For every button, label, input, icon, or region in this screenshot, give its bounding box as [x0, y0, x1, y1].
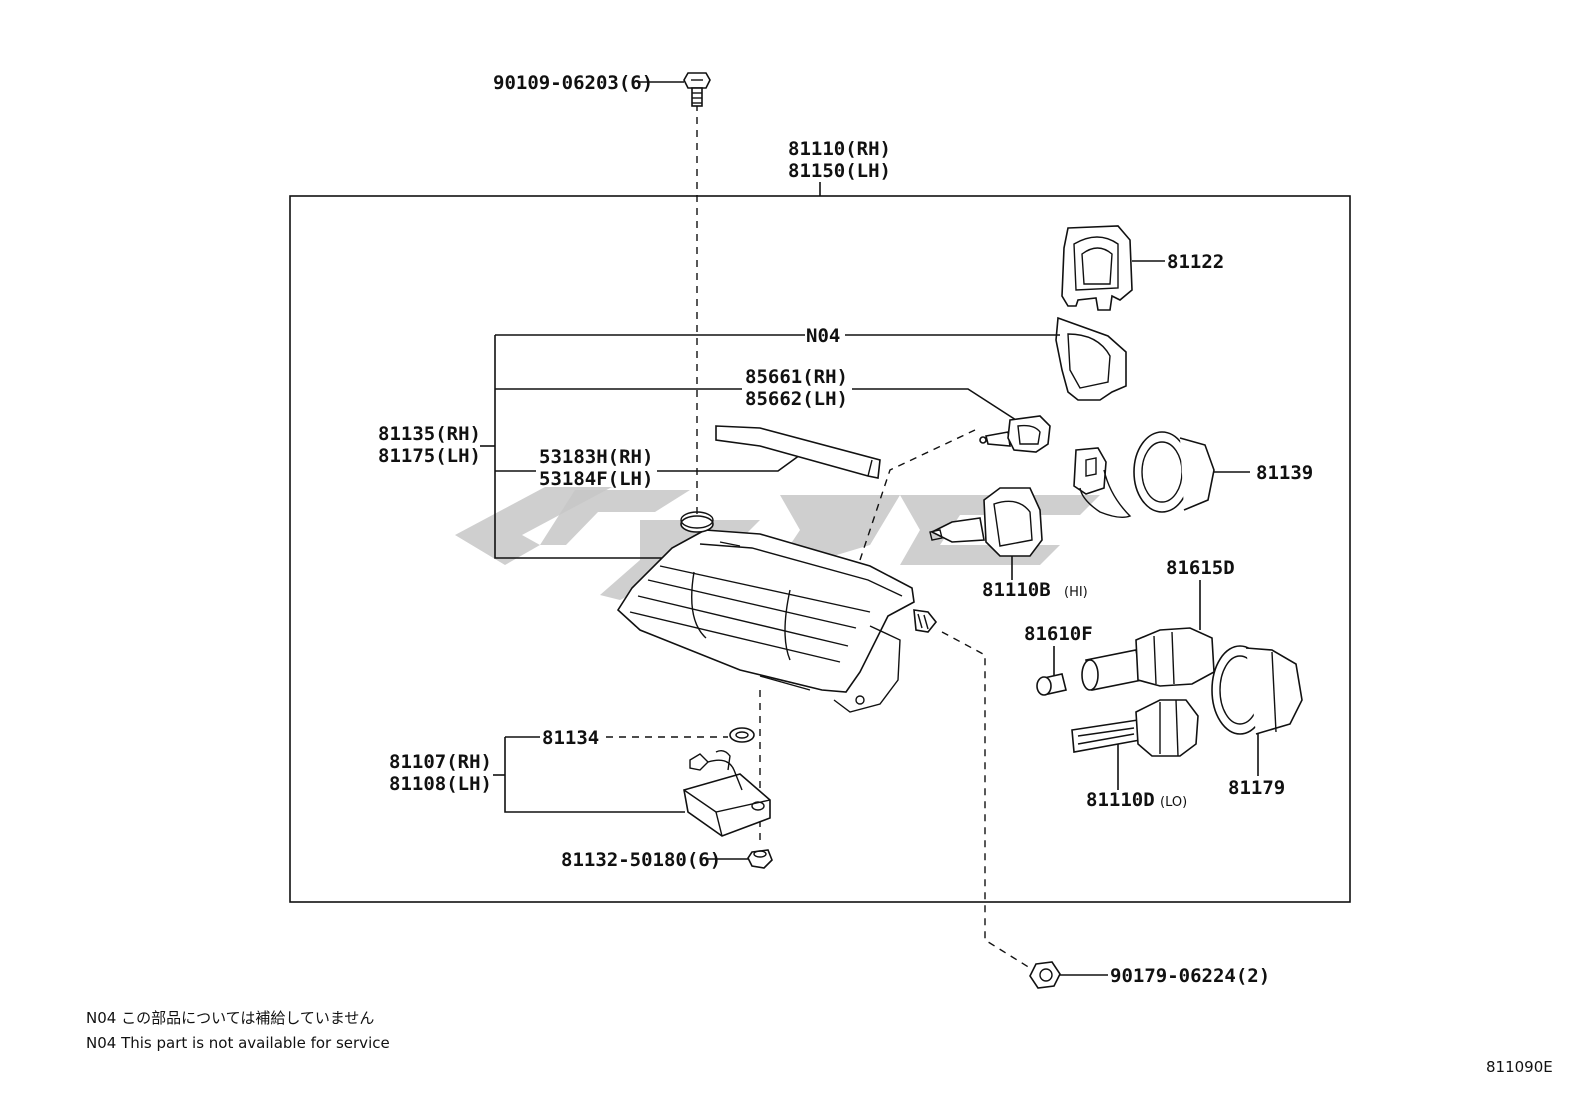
label-81110b: 81110B: [982, 579, 1051, 601]
label-53184f-lh: 53184F(LH): [539, 468, 653, 490]
socket-icon: [1073, 431, 1215, 519]
label-81150-lh: 81150(LH): [788, 160, 891, 182]
small-bulb-81610f-icon: [1036, 673, 1067, 696]
note-japanese: N04 この部品については補給していません: [86, 1009, 374, 1027]
label-81110-rh: 81110(RH): [788, 138, 891, 160]
figure-id: 811090E: [1486, 1058, 1553, 1076]
ballast-icon: [683, 749, 771, 837]
washer-icon: [680, 511, 714, 533]
bracket-icon: [1061, 225, 1133, 311]
seal-strip-icon: [715, 425, 881, 479]
label-90109-06203: 90109-06203(6): [493, 72, 653, 94]
hi-bulb-icon: [929, 487, 1043, 557]
label-90179-06224: 90179-06224(2): [1110, 965, 1270, 987]
connector-81615d-icon: [1081, 627, 1215, 691]
label-81122: 81122: [1167, 251, 1224, 273]
label-81179: 81179: [1228, 777, 1285, 799]
headlamp-housing-icon: [616, 529, 915, 713]
label-53183h-rh: 53183H(RH): [539, 446, 653, 468]
bolt-icon: [683, 72, 711, 107]
lo-bulb-icon: [1071, 699, 1199, 757]
label-n04: N04: [806, 325, 840, 347]
gasket-icon: [729, 727, 755, 743]
label-81139: 81139: [1256, 462, 1313, 484]
stud-icon: [913, 609, 938, 633]
label-85662-lh: 85662(LH): [745, 388, 848, 410]
note-english: N04 This part is not available for servi…: [86, 1034, 390, 1052]
nut-big-icon: [1029, 961, 1061, 989]
cap-81179-icon: [1211, 645, 1303, 735]
side-bulb-icon: [979, 415, 1051, 453]
label-85661-rh: 85661(RH): [745, 366, 848, 388]
label-81132-50180: 81132-50180(6): [561, 849, 721, 871]
label-81107-rh: 81107(RH): [389, 751, 492, 773]
label-hi-tag: (HI): [1064, 585, 1088, 600]
label-81134: 81134: [542, 727, 599, 749]
bracket-n04-icon: [1055, 316, 1127, 401]
label-81135-rh: 81135(RH): [378, 423, 481, 445]
label-81108-lh: 81108(LH): [389, 773, 492, 795]
label-lo-tag: (LO): [1160, 795, 1187, 810]
label-81615d: 81615D: [1166, 557, 1235, 579]
label-81175-lh: 81175(LH): [378, 445, 481, 467]
label-81610f: 81610F: [1024, 623, 1093, 645]
nut-small-icon: [747, 849, 773, 869]
label-81110d: 81110D: [1086, 789, 1155, 811]
